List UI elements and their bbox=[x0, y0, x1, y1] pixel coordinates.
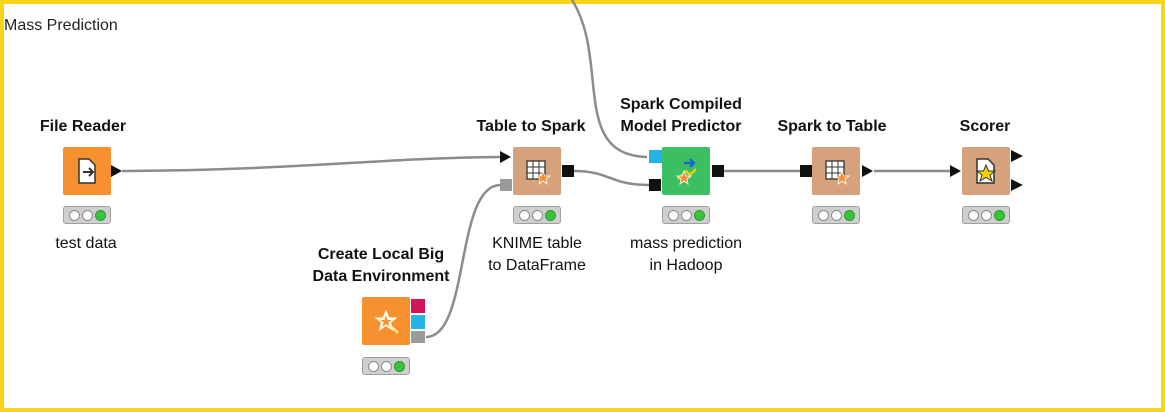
status-light-yellow bbox=[980, 209, 992, 221]
create-env-title: Create Local Big Data Environment bbox=[313, 244, 450, 288]
create-env-spark-port[interactable] bbox=[411, 331, 425, 343]
status-light-red bbox=[367, 360, 379, 372]
spark-to-table-input-port[interactable] bbox=[800, 165, 812, 177]
status-light-yellow bbox=[531, 209, 543, 221]
predictor-model-input-port[interactable] bbox=[649, 150, 662, 163]
connection-createenv-to-tabletospark[interactable] bbox=[425, 183, 501, 339]
status-light-green bbox=[993, 209, 1005, 221]
status-light-green bbox=[393, 360, 405, 372]
table-to-spark-label-line1: KNIME table bbox=[492, 235, 582, 252]
scorer-status bbox=[962, 206, 1010, 224]
file-reader-status bbox=[63, 206, 111, 224]
scorer-input-port[interactable] bbox=[950, 165, 961, 177]
scorer-title: Scorer bbox=[959, 118, 1011, 135]
create-env-db-port[interactable] bbox=[411, 299, 425, 313]
status-light-red bbox=[68, 209, 80, 221]
create-env-title-line2: Data Environment bbox=[312, 268, 450, 285]
file-reader-title: File Reader bbox=[39, 118, 127, 135]
table-to-spark-spark-input-port[interactable] bbox=[500, 179, 512, 191]
table-to-spark-output-port[interactable] bbox=[562, 165, 574, 177]
file-reader-label[interactable]: test data bbox=[55, 235, 117, 252]
scorer-icon bbox=[975, 158, 997, 184]
spark-to-table-node[interactable] bbox=[812, 147, 860, 195]
create-env-title-line1: Create Local Big bbox=[317, 246, 445, 263]
spark-context-icon bbox=[374, 309, 399, 334]
file-reader-icon bbox=[78, 158, 96, 184]
scorer-output-port-2[interactable] bbox=[1011, 179, 1023, 191]
predictor-label-line2: in Hadoop bbox=[649, 257, 723, 274]
table-to-spark-title: Table to Spark bbox=[476, 118, 586, 135]
predictor-title-line1: Spark Compiled bbox=[620, 96, 742, 113]
scorer-node[interactable] bbox=[962, 147, 1010, 195]
spark-to-table-icon bbox=[825, 160, 851, 185]
table-to-spark-input-port[interactable] bbox=[500, 151, 511, 163]
file-reader-node[interactable] bbox=[63, 147, 111, 195]
predictor-icon bbox=[675, 158, 697, 185]
create-env-node[interactable] bbox=[362, 297, 410, 345]
predictor-title-line2: Model Predictor bbox=[620, 118, 742, 135]
predictor-label[interactable]: mass prediction in Hadoop bbox=[630, 233, 742, 277]
predictor-label-line1: mass prediction bbox=[629, 235, 743, 252]
status-light-green bbox=[843, 209, 855, 221]
predictor-output-port[interactable] bbox=[712, 165, 724, 177]
connection-filereader-to-tabletospark[interactable] bbox=[121, 155, 501, 173]
status-light-red bbox=[518, 209, 530, 221]
status-light-red bbox=[817, 209, 829, 221]
create-env-status bbox=[362, 357, 410, 375]
spark-to-table-status bbox=[812, 206, 860, 224]
table-to-spark-status bbox=[513, 206, 561, 224]
status-light-green bbox=[544, 209, 556, 221]
table-to-spark-label[interactable]: KNIME table to DataFrame bbox=[488, 233, 586, 277]
status-light-red bbox=[667, 209, 679, 221]
predictor-node[interactable] bbox=[662, 147, 710, 195]
create-env-hdfs-port[interactable] bbox=[411, 315, 425, 329]
table-to-spark-node[interactable] bbox=[513, 147, 561, 195]
file-reader-output-port[interactable] bbox=[111, 165, 122, 177]
spark-to-table-output-port[interactable] bbox=[862, 165, 873, 177]
predictor-data-input-port[interactable] bbox=[649, 179, 661, 191]
connection-upstream-model-to-predictor[interactable] bbox=[570, 0, 648, 159]
table-to-spark-label-line2: to DataFrame bbox=[488, 257, 586, 274]
status-light-yellow bbox=[380, 360, 392, 372]
predictor-status bbox=[662, 206, 710, 224]
status-light-yellow bbox=[830, 209, 842, 221]
annotation-title: Mass Prediction bbox=[4, 17, 118, 34]
scorer-output-port-1[interactable] bbox=[1011, 150, 1023, 162]
status-light-yellow bbox=[680, 209, 692, 221]
table-to-spark-icon bbox=[526, 160, 552, 185]
status-light-green bbox=[693, 209, 705, 221]
status-light-yellow bbox=[81, 209, 93, 221]
status-light-red bbox=[967, 209, 979, 221]
connection-tabletospark-to-predictor[interactable] bbox=[573, 169, 650, 187]
spark-to-table-title: Spark to Table bbox=[777, 118, 887, 135]
status-light-green bbox=[94, 209, 106, 221]
predictor-title: Spark Compiled Model Predictor bbox=[620, 94, 742, 138]
